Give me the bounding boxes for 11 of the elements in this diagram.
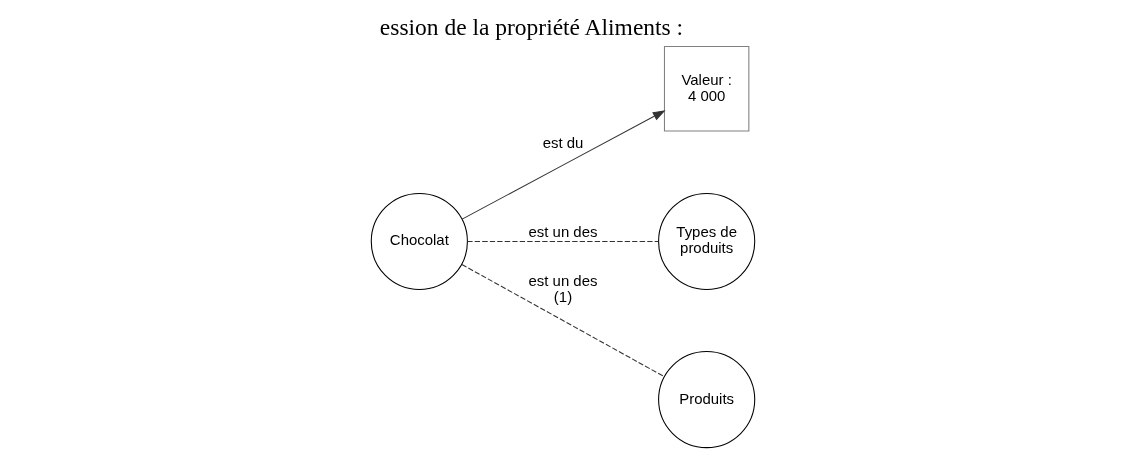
node-circle: Types de produits — [657, 192, 755, 291]
connector — [460, 263, 665, 378]
node-box: Valeur : 4 000 — [663, 46, 749, 132]
arrow — [461, 110, 666, 220]
edge-label: est un des — [528, 223, 597, 241]
node-circle: Chocolat — [370, 192, 468, 291]
node-circle: Produits — [657, 350, 755, 449]
connector — [466, 240, 659, 242]
edge-label: est du — [542, 133, 583, 151]
diagram-title: ession de la propriété Aliments : — [379, 14, 683, 41]
edge-label: est un des (1) — [528, 271, 597, 305]
